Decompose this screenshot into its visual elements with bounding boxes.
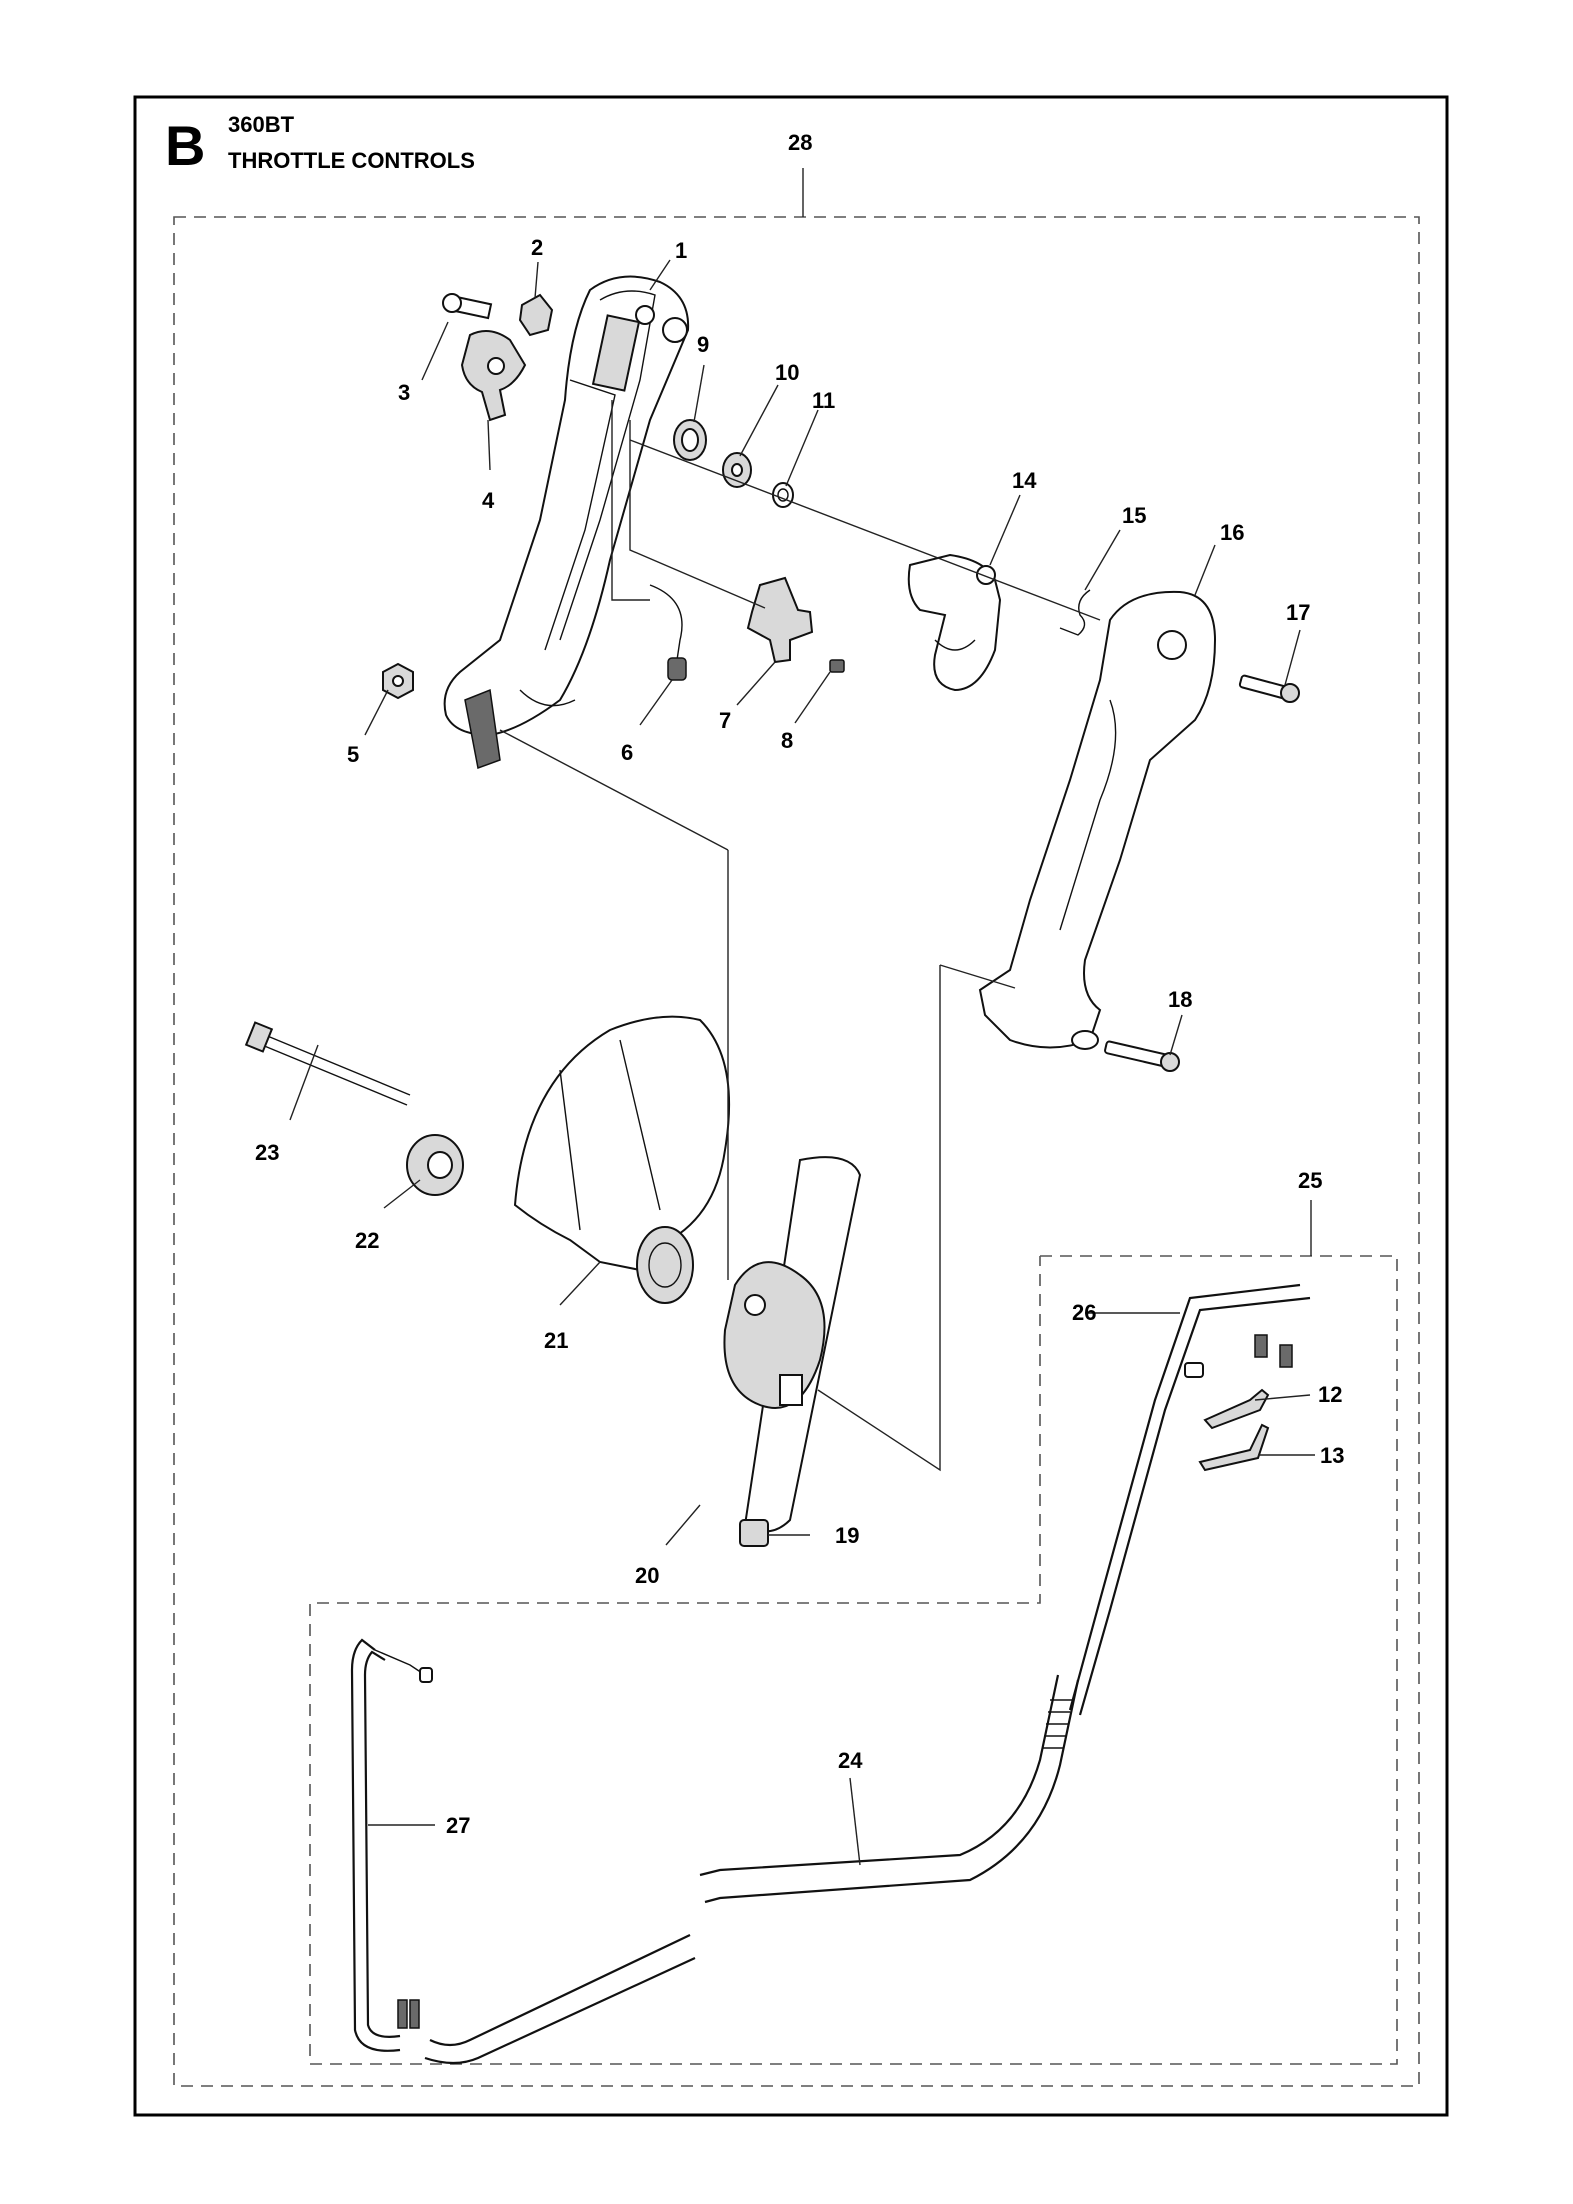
group-25-outline [309,1200,1398,2065]
callout-11: 11 [812,388,835,413]
part-7-lock-plate [746,576,814,664]
callout-1: 1 [675,238,687,263]
callout-9: 9 [697,332,709,357]
part-26-stop-switch-harness [1068,1283,1311,1716]
callout-25: 25 [1298,1168,1322,1193]
part-13-contact [1198,1423,1270,1472]
part-21-clamp [513,1015,731,1304]
section-letter: B [165,114,205,177]
callout-2: 2 [531,235,543,260]
callout-14: 14 [1012,468,1037,493]
callout-10: 10 [775,360,799,385]
callout-12: 12 [1318,1382,1342,1407]
part-17-screw [1238,674,1300,703]
callout-21: 21 [544,1328,568,1353]
callout-13: 13 [1320,1443,1344,1468]
part-11-lock-washer [772,482,794,508]
part-4-switch-lever [460,330,527,422]
part-8-screw [829,659,845,673]
part-15-trigger-spring [1059,589,1091,636]
callout-20: 20 [635,1563,659,1588]
model-name: 360BT [228,112,295,137]
callout-18: 18 [1168,987,1192,1012]
part-24-throttle-cable [424,1674,1080,2065]
part-23-bolt [244,1021,411,1106]
part-19-nut [739,1519,769,1547]
part-9-ring [673,419,707,461]
part-20-handlebar-stub [723,1156,862,1533]
part-27-harness [350,1638,433,2052]
callout-22: 22 [355,1228,379,1253]
callout-8: 8 [781,728,793,753]
part-18-screw [1104,1040,1180,1072]
group-28-outline [173,168,1420,2087]
callout-24: 24 [838,1748,863,1773]
callout-16: 16 [1220,520,1244,545]
callout-19: 19 [835,1523,859,1548]
part-22-knob [406,1134,464,1196]
callout-7: 7 [719,708,731,733]
callout-5: 5 [347,742,359,767]
callout-3: 3 [398,380,410,405]
callout-27: 27 [446,1813,470,1838]
part-10-washer [722,452,752,488]
callout-28: 28 [788,130,812,155]
leader-lines [289,259,1315,1866]
callout-23: 23 [255,1140,279,1165]
part-1-handle-housing [443,275,690,770]
part-6-spring [649,584,687,681]
callout-6: 6 [621,740,633,765]
part-3-pin [442,293,493,320]
callout-17: 17 [1286,600,1310,625]
callout-26: 26 [1072,1300,1096,1325]
part-5-nut [382,662,414,700]
page-frame [133,95,1449,2117]
part-14-throttle-trigger [907,553,1002,692]
callout-15: 15 [1122,503,1146,528]
callout-labels: 1 2 3 4 5 6 7 8 9 10 11 12 13 14 15 16 1… [255,130,1344,1838]
callout-4: 4 [482,488,495,513]
part-16-handle-grip [978,590,1217,1050]
part-12-contact [1203,1388,1270,1430]
part-2-clip [518,293,554,337]
section-title: THROTTLE CONTROLS [228,148,475,173]
